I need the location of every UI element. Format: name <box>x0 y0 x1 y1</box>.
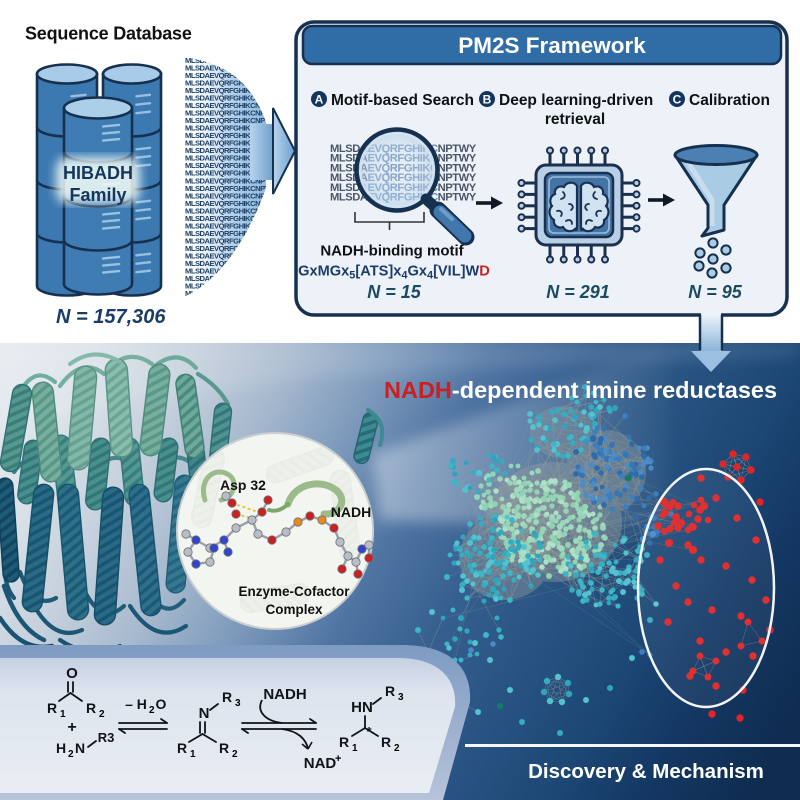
svg-text:NADH: NADH <box>331 504 371 520</box>
svg-text:Discovery & Mechanism: Discovery & Mechanism <box>528 760 764 783</box>
svg-text:MLSDAEVQRFGHIKCNPTWYMLSDAEVQRF: MLSDAEVQRFGHIKCNPTWYMLSDAEVQRFGH <box>185 146 339 155</box>
svg-text:Sequence Database: Sequence Database <box>25 24 192 44</box>
svg-text:2: 2 <box>394 743 400 754</box>
svg-text:MLSDAEVQRFGHIKCNPTWYMLSDAEVQRF: MLSDAEVQRFGHIKCNPTWYMLSDAEVQRFGH <box>185 199 339 208</box>
svg-text:NADH-dependent imine reductase: NADH-dependent imine reductases <box>384 377 777 403</box>
svg-text:1: 1 <box>60 709 66 720</box>
svg-text:MLSDAEVQRFGHIKCNPTWYMLSDAEVQRF: MLSDAEVQRFGHIKCNPTWYMLSDAEVQRFGH <box>185 124 339 133</box>
svg-text:MLSDAEVQRFGHIKCNPTWYMLSDAEVQRF: MLSDAEVQRFGHIKCNPTWYMLSDAEVQRFGH <box>185 71 339 80</box>
svg-text:H: H <box>56 740 66 756</box>
svg-text:R: R <box>339 734 349 750</box>
svg-text:+: + <box>67 719 76 736</box>
svg-text:MLSDAEVQRFGHIKCNPTWYMLSDAEVQRF: MLSDAEVQRFGHIKCNPTWYMLSDAEVQRFGH <box>185 161 339 170</box>
svg-text:R: R <box>219 740 229 756</box>
svg-text:MLSDAEVQRFGHIKCNPTWYMLSDAEVQRF: MLSDAEVQRFGHIKCNPTWYMLSDAEVQRFGH <box>185 214 339 223</box>
svg-text:*: * <box>366 724 372 739</box>
svg-text:Asp 32: Asp 32 <box>220 477 266 493</box>
svg-text:3: 3 <box>235 698 241 709</box>
svg-text:1: 1 <box>352 743 358 754</box>
svg-text:+: + <box>335 753 341 765</box>
svg-text:Deep learning-driven: Deep learning-driven <box>499 92 653 109</box>
svg-text:retrieval: retrieval <box>545 111 605 128</box>
svg-text:MLSDAEVQRFGHIKCNPTWYMLSDAEVQRF: MLSDAEVQRFGHIKCNPTWYMLSDAEVQRFGH <box>185 191 339 200</box>
svg-text:2: 2 <box>68 749 74 760</box>
svg-text:R: R <box>47 700 57 716</box>
svg-text:Motif-based Search: Motif-based Search <box>331 92 474 109</box>
svg-text:2: 2 <box>149 705 155 716</box>
svg-text:1: 1 <box>190 749 196 760</box>
svg-text:MLSDAEVQRFGHIKCNPTWYMLSDAEVQRF: MLSDAEVQRFGHIKCNPTWYMLSDAEVQRFGH <box>185 154 339 163</box>
svg-text:MLSDAEVQRFGHIKCNPTWYMLSDAEVQRF: MLSDAEVQRFGHIKCNPTWYMLSDAEVQRFGH <box>185 94 339 103</box>
svg-text:HIBADH: HIBADH <box>63 163 133 183</box>
svg-text:MLSDAEVQRFGHIKCNPTWYMLSDAEVQRF: MLSDAEVQRFGHIKCNPTWYMLSDAEVQRFGH <box>185 86 339 95</box>
svg-text:O: O <box>156 696 167 712</box>
svg-text:MLSDAEVQRFGHIKCNPTWYMLSDAEVQRF: MLSDAEVQRFGHIKCNPTWYMLSDAEVQRFGH <box>185 169 339 178</box>
svg-text:N = 95: N = 95 <box>688 282 743 302</box>
svg-text:HN: HN <box>351 699 373 716</box>
svg-text:NAD: NAD <box>304 755 337 772</box>
svg-text:MLSDAEVQRFGHIKCNPTWYMLSDAEVQRF: MLSDAEVQRFGHIKCNPTWYMLSDAEVQRFGH <box>185 109 339 118</box>
svg-text:Calibration: Calibration <box>689 92 770 109</box>
svg-text:R: R <box>385 683 395 699</box>
svg-text:A: A <box>315 93 324 107</box>
svg-text:C: C <box>673 93 682 107</box>
svg-text:N: N <box>75 740 85 756</box>
svg-text:MLSDAEVQRFGHIKCNPTWYMLSDAEVQRF: MLSDAEVQRFGHIKCNPTWYMLSDAEVQRFGH <box>185 206 339 215</box>
svg-text:R3: R3 <box>98 730 115 745</box>
svg-text:MLSDAEVQRFGHIKCNPTWYMLSDAEVQRF: MLSDAEVQRFGHIKCNPTWYMLSDAEVQRFGH <box>185 236 339 245</box>
svg-text:MLSDAEVQRFGHIKCNPTWYMLSDAEVQRF: MLSDAEVQRFGHIKCNPTWYMLSDAEVQRFGH <box>185 131 339 140</box>
svg-text:Enzyme-Cofactor: Enzyme-Cofactor <box>238 584 350 599</box>
svg-text:GxMGx5[ATS]x4Gx4[VIL]WD: GxMGx5[ATS]x4Gx4[VIL]WD <box>298 264 490 282</box>
svg-text:N = 157,306: N = 157,306 <box>56 306 166 328</box>
svg-text:MLSDAEVQRFGHIKCNPTWYMLSDAEVQRF: MLSDAEVQRFGHIKCNPTWYMLSDAEVQRFGH <box>185 101 339 110</box>
svg-text:MLSDAEVQRFGHIKCNPTWYMLSDAEVQRF: MLSDAEVQRFGHIKCNPTWYMLSDAEVQRFGH <box>185 139 339 148</box>
svg-text:O: O <box>66 665 78 682</box>
svg-text:N = 291: N = 291 <box>546 282 610 302</box>
svg-text:R: R <box>222 689 232 705</box>
svg-text:NADH-binding motif: NADH-binding motif <box>320 243 464 260</box>
svg-text:R: R <box>177 740 187 756</box>
svg-text:MLSDAEVQRFGHIKCNPTWYMLSDAEVQRF: MLSDAEVQRFGHIKCNPTWYMLSDAEVQRFGH <box>185 251 339 260</box>
svg-text:2: 2 <box>99 709 105 720</box>
svg-text:MLSDAEVQRFGHIKCNPTWYMLSDAEVQRF: MLSDAEVQRFGHIKCNPTWYMLSDAEVQRFGH <box>185 116 339 125</box>
svg-text:MLSDAEVQRFGHIKCNPTWYMLSDAEVQRF: MLSDAEVQRFGHIKCNPTWYMLSDAEVQRFGH <box>185 244 339 253</box>
svg-text:N: N <box>199 705 210 722</box>
svg-text:R: R <box>86 700 96 716</box>
svg-text:NADH: NADH <box>263 686 306 703</box>
svg-text:MLSDAEVQRFGHIKCNPTWYMLSDAEVQRF: MLSDAEVQRFGHIKCNPTWYMLSDAEVQRFGH <box>185 229 339 238</box>
svg-text:PM2S Framework: PM2S Framework <box>458 33 646 58</box>
svg-text:2: 2 <box>232 749 238 760</box>
svg-text:3: 3 <box>398 692 404 703</box>
svg-text:B: B <box>483 93 492 107</box>
svg-text:– H: – H <box>125 696 147 712</box>
svg-text:N = 15: N = 15 <box>367 282 422 302</box>
svg-text:MLSDAEVQRFGHIKCNPTWYMLSDAEVQRF: MLSDAEVQRFGHIKCNPTWYMLSDAEVQRFGH <box>185 221 339 230</box>
svg-text:Complex: Complex <box>265 602 323 617</box>
svg-text:MLSDAEVQRFGHIKCNPTWYMLSDAEVQRF: MLSDAEVQRFGHIKCNPTWYMLSDAEVQRFGH <box>185 176 339 185</box>
svg-text:MLSDAEVQRFGHIKCNPTWYMLSDAEVQRF: MLSDAEVQRFGHIKCNPTWYMLSDAEVQRFGH <box>185 79 339 88</box>
svg-text:R: R <box>381 734 391 750</box>
svg-text:Family: Family <box>69 185 126 205</box>
svg-text:MLSDAEVQRFGHIKCNPTWYMLSDAEVQRF: MLSDAEVQRFGHIKCNPTWYMLSDAEVQRFGH <box>185 184 339 193</box>
